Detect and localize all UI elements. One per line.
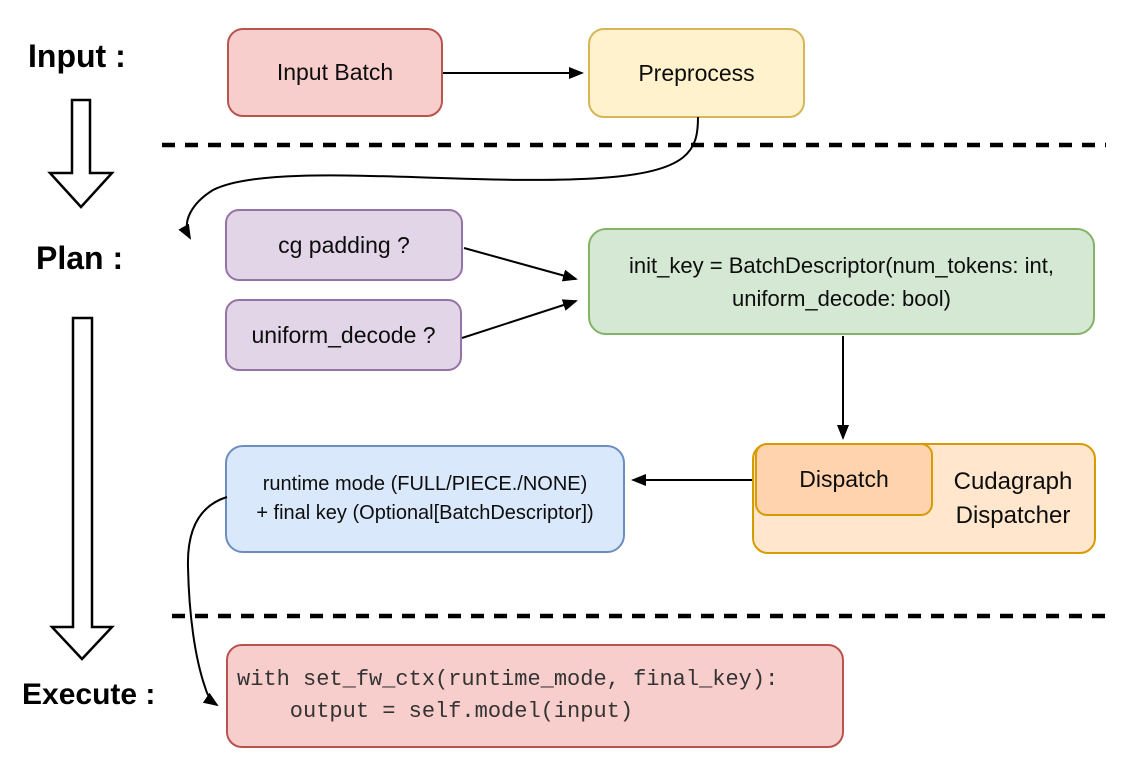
node-init-key-line1: init_key = BatchDescriptor(num_tokens: i… — [629, 252, 1054, 278]
stage-label-plan: Plan : — [36, 240, 124, 276]
node-uniform-decode: uniform_decode ? — [225, 299, 462, 371]
arrow-uniformdecode-to-initkey — [461, 299, 578, 339]
node-preprocess-label: Preprocess — [638, 59, 755, 86]
input-to-plan-arrow — [47, 98, 115, 209]
arrow-cgpadding-to-initkey — [463, 247, 578, 282]
dispatcher-label-line2: Dispatcher — [955, 501, 1071, 529]
stage-label-execute: Execute : — [22, 678, 156, 711]
node-preprocess: Preprocess — [588, 28, 805, 118]
node-init-key: init_key = BatchDescriptor(num_tokens: i… — [588, 228, 1095, 335]
node-cg-padding-label: cg padding ? — [278, 231, 410, 258]
node-input-batch: Input Batch — [227, 28, 443, 117]
execute-code-line1: with set_fw_ctx(runtime_mode, final_key)… — [237, 667, 779, 692]
dispatcher-label-line1: Cudagraph — [953, 467, 1073, 495]
node-input-batch-label: Input Batch — [276, 59, 394, 85]
node-runtime-mode-line2: + final key (Optional[BatchDescriptor]) — [256, 502, 594, 524]
node-runtime-mode: runtime mode (FULL/PIECE./NONE) + final … — [225, 445, 625, 553]
node-execute-code: with set_fw_ctx(runtime_mode, final_key)… — [226, 644, 844, 748]
execute-code-line2: output = self.model(input) — [237, 699, 634, 724]
node-cg-padding: cg padding ? — [225, 209, 463, 281]
node-cudagraph-dispatcher-label: Cudagraph Dispatcher — [936, 445, 1090, 552]
stage-label-input: Input : — [28, 38, 126, 74]
node-dispatch-label: Dispatch — [799, 466, 889, 492]
node-dispatch: Dispatch — [755, 443, 933, 516]
node-runtime-mode-line1: runtime mode (FULL/PIECE./NONE) — [262, 473, 588, 495]
plan-to-execute-arrow — [49, 316, 115, 661]
node-init-key-line2: uniform_decode: bool) — [732, 285, 951, 311]
node-uniform-decode-label: uniform_decode ? — [251, 321, 436, 348]
arrow-runtimemode-to-execute — [186, 496, 228, 707]
